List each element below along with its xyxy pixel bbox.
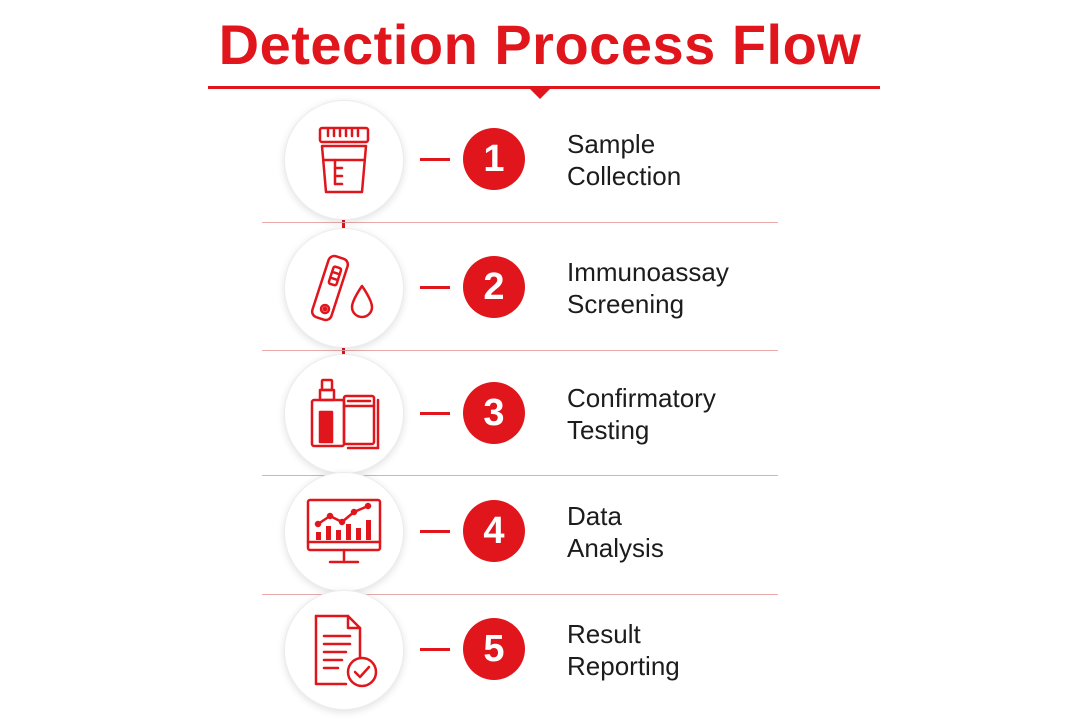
step-5-label-line2: Reporting	[567, 651, 680, 681]
step-5-icon-circle	[284, 590, 404, 710]
step-divider	[262, 594, 778, 595]
step-5-dash	[420, 648, 450, 651]
step-3: 3 Confirmatory Testing	[0, 354, 1080, 474]
step-4-icon-circle	[284, 472, 404, 592]
step-divider	[262, 350, 778, 351]
step-1-label-line2: Collection	[567, 161, 682, 191]
step-2-number-badge: 2	[463, 256, 525, 318]
step-4-label-line2: Analysis	[567, 533, 664, 563]
document-check-icon	[314, 614, 378, 688]
step-1-number-badge: 1	[463, 128, 525, 190]
step-5: 5 Result Reporting	[0, 590, 1080, 710]
step-3-label: Confirmatory Testing	[567, 382, 827, 446]
step-3-dash	[420, 412, 450, 415]
step-divider	[262, 222, 778, 223]
test-strip-drop-icon	[310, 254, 374, 322]
step-4-number-badge: 4	[463, 500, 525, 562]
step-4-label: Data Analysis	[567, 500, 827, 564]
step-1-dash	[420, 158, 450, 161]
step-2-label-line1: Immunoassay	[567, 257, 729, 287]
step-4: 4 Data Analysis	[0, 472, 1080, 592]
step-2-dash	[420, 286, 450, 289]
monitor-chart-icon	[306, 498, 382, 564]
step-2-label-line2: Screening	[567, 289, 685, 319]
title-underline	[208, 86, 880, 89]
step-5-label-line1: Result	[567, 619, 641, 649]
step-2-label: Immunoassay Screening	[567, 256, 827, 320]
step-2-icon-circle	[284, 228, 404, 348]
step-4-dash	[420, 530, 450, 533]
step-5-label: Result Reporting	[567, 618, 827, 682]
title-notch	[529, 88, 551, 99]
page-title: Detection Process Flow	[218, 13, 862, 76]
step-1-icon-circle	[284, 100, 404, 220]
step-3-icon-circle	[284, 354, 404, 474]
step-1-label: Sample Collection	[567, 128, 827, 192]
step-5-number-badge: 5	[463, 618, 525, 680]
step-divider	[262, 475, 778, 476]
step-3-label-line1: Confirmatory	[567, 383, 716, 413]
lab-instrument-icon	[310, 378, 380, 450]
step-3-label-line2: Testing	[567, 415, 650, 445]
step-1-label-line1: Sample	[567, 129, 656, 159]
step-1: 1 Sample Collection	[0, 100, 1080, 220]
step-4-label-line1: Data	[567, 501, 622, 531]
step-2: 2 Immunoassay Screening	[0, 228, 1080, 348]
step-3-number-badge: 3	[463, 382, 525, 444]
specimen-cup-icon	[318, 126, 370, 194]
